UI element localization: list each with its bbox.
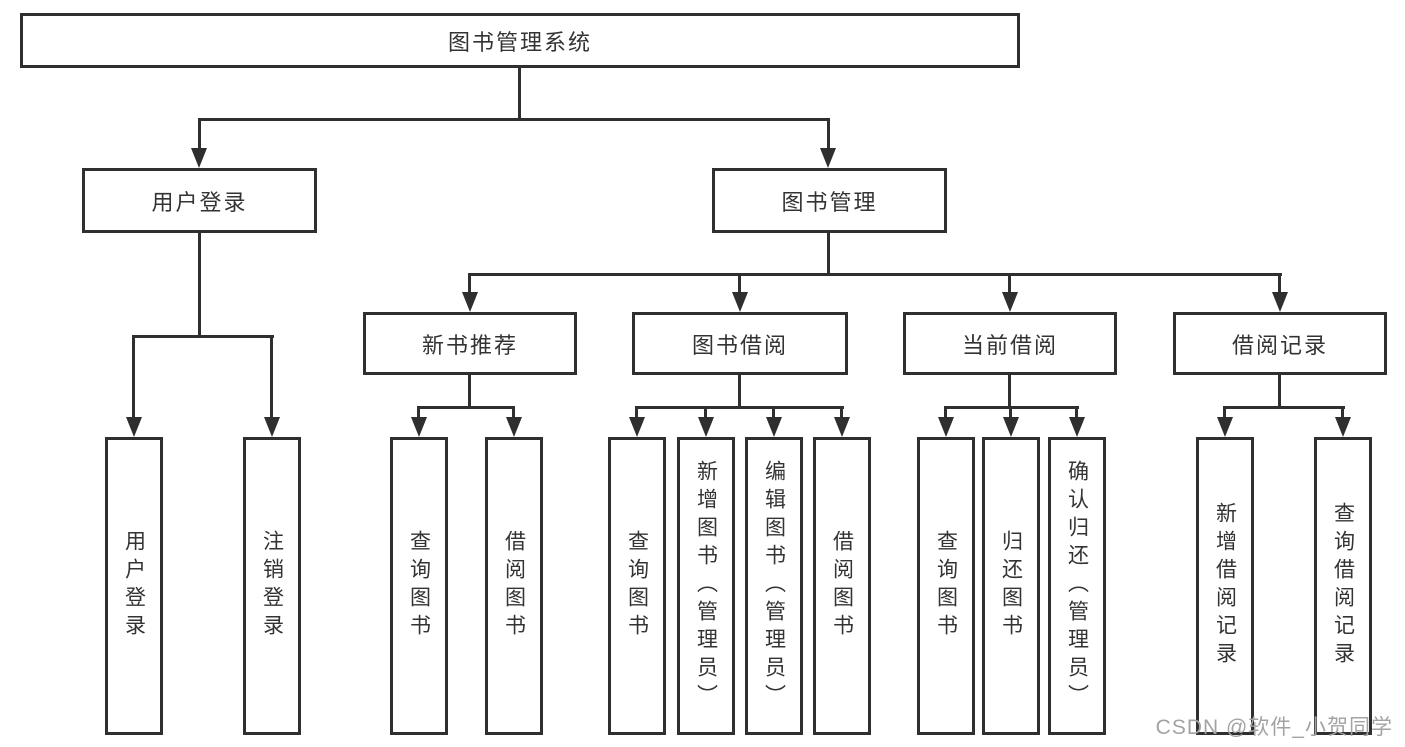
node-label: 图书管理	[781, 189, 878, 215]
leaf-label: 借阅图书	[830, 530, 854, 642]
connector-group-stem	[1278, 375, 1281, 407]
arrow-down-icon	[1003, 417, 1019, 437]
leaf-edit-books-admin: 编辑图书（管理员）	[745, 437, 803, 735]
leaf-label: 新增借阅记录	[1213, 502, 1237, 670]
leaf-query-books-current: 查询图书	[917, 437, 975, 735]
node-label: 用户登录	[151, 189, 248, 215]
node-book-borrowing: 图书借阅	[632, 312, 848, 375]
leaf-borrow-books-borrowing: 借阅图书	[813, 437, 871, 735]
leaf-confirm-return-admin: 确认归还（管理员）	[1048, 437, 1106, 735]
connector-level3-hline	[468, 273, 1282, 276]
leaf-user-login: 用户登录	[105, 437, 163, 735]
connector-user-login-down	[198, 233, 201, 337]
arrow-down-icon	[506, 417, 522, 437]
arrow-down-icon	[1335, 417, 1351, 437]
connector-leaf-stem	[1341, 406, 1344, 418]
leaf-label: 确认归还（管理员）	[1065, 460, 1089, 712]
connector-group-hline	[636, 406, 844, 409]
connector-root-stem	[518, 68, 521, 120]
connector-group-stem	[1008, 375, 1011, 407]
leaf-label: 用户登录	[122, 530, 146, 642]
leaf-add-borrow-record: 新增借阅记录	[1196, 437, 1254, 735]
connector-level2-hline	[199, 118, 830, 121]
connector-level3-stem	[738, 273, 741, 294]
connector-book-mgmt-stem	[827, 118, 830, 150]
leaf-query-borrow-record: 查询借阅记录	[1314, 437, 1372, 735]
arrow-down-icon	[126, 417, 142, 437]
node-label: 图书管理系统	[447, 29, 592, 55]
connector-user-login-hline	[133, 335, 274, 338]
leaf-add-books-admin: 新增图书（管理员）	[677, 437, 735, 735]
connector-group-stem	[738, 375, 741, 407]
leaf-logout: 注销登录	[243, 437, 301, 735]
connector-leaf-stem	[635, 406, 638, 418]
arrow-down-icon	[629, 417, 645, 437]
node-label: 借阅记录	[1231, 332, 1328, 358]
arrow-down-icon	[766, 417, 782, 437]
leaf-label: 借阅图书	[502, 530, 526, 642]
arrow-down-icon	[264, 417, 280, 437]
connector-leaf-stem	[840, 406, 843, 418]
connector-leaf-stem	[1009, 406, 1012, 418]
leaf-label: 编辑图书（管理员）	[762, 460, 786, 712]
connector-leaf-stem	[772, 406, 775, 418]
connector-user-login-stem	[198, 118, 201, 150]
node-label: 新书推荐	[421, 332, 518, 358]
connector-leaf-stem	[704, 406, 707, 418]
arrow-down-icon	[1069, 417, 1085, 437]
arrow-down-icon	[698, 417, 714, 437]
arrow-down-icon	[1272, 292, 1288, 312]
node-library-management-system: 图书管理系统	[20, 13, 1020, 68]
leaf-label: 查询借阅记录	[1331, 502, 1355, 670]
connector-leaf-stem	[1075, 406, 1078, 418]
connector-leaf-stem	[512, 406, 515, 418]
connector-leaf-stem	[132, 335, 135, 419]
leaf-borrow-books-recommend: 借阅图书	[485, 437, 543, 735]
connector-level3-stem	[468, 273, 471, 294]
connector-leaf-stem	[944, 406, 947, 418]
node-current-borrowing: 当前借阅	[903, 312, 1117, 375]
leaf-query-books-borrowing: 查询图书	[608, 437, 666, 735]
connector-group-hline	[419, 406, 515, 409]
arrow-down-icon	[820, 148, 836, 168]
arrow-down-icon	[834, 417, 850, 437]
arrow-down-icon	[462, 292, 478, 312]
node-user-login: 用户登录	[82, 168, 317, 233]
leaf-return-books: 归还图书	[982, 437, 1040, 735]
leaf-label: 查询图书	[407, 530, 431, 642]
connector-leaf-stem	[1223, 406, 1226, 418]
leaf-query-books-recommend: 查询图书	[390, 437, 448, 735]
arrow-down-icon	[1002, 292, 1018, 312]
connector-leaf-stem	[270, 335, 273, 419]
connector-level3-stem	[1008, 273, 1011, 294]
leaf-label: 新增图书（管理员）	[694, 460, 718, 712]
connector-book-mgmt-down	[827, 233, 830, 275]
connector-group-stem	[468, 375, 471, 407]
node-label: 图书借阅	[691, 332, 788, 358]
leaf-label: 注销登录	[260, 530, 284, 642]
arrow-down-icon	[191, 148, 207, 168]
arrow-down-icon	[732, 292, 748, 312]
connector-group-hline	[1223, 406, 1345, 409]
connector-leaf-stem	[417, 406, 420, 418]
arrow-down-icon	[938, 417, 954, 437]
leaf-label: 查询图书	[625, 530, 649, 642]
arrow-down-icon	[411, 417, 427, 437]
node-borrowing-records: 借阅记录	[1173, 312, 1387, 375]
connector-level3-stem	[1278, 273, 1281, 294]
leaf-label: 查询图书	[934, 530, 958, 642]
node-label: 当前借阅	[961, 332, 1058, 358]
leaf-label: 归还图书	[999, 530, 1023, 642]
node-new-book-recommend: 新书推荐	[363, 312, 577, 375]
csdn-watermark: CSDN @软件_小贺同学	[1155, 716, 1393, 739]
node-book-management: 图书管理	[712, 168, 947, 233]
arrow-down-icon	[1217, 417, 1233, 437]
